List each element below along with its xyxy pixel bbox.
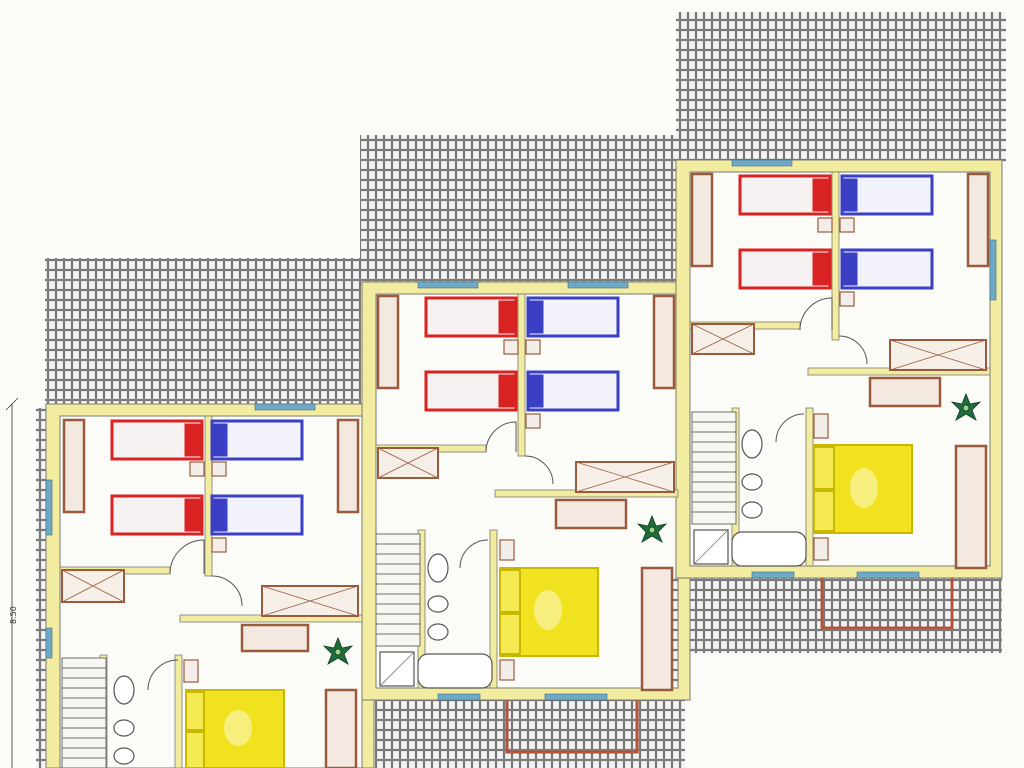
plants [322, 392, 982, 665]
roof-right-lower [690, 575, 1002, 653]
bidet [113, 747, 135, 765]
cabinets [62, 172, 990, 768]
stairs-right [691, 411, 737, 525]
wardrobes [61, 323, 987, 617]
washbasin [113, 675, 135, 705]
roof-left [45, 258, 361, 408]
roof-right [676, 12, 1006, 162]
bed-red [110, 419, 204, 461]
double-bed-left [185, 689, 285, 768]
plant-icon [950, 392, 982, 421]
toilet [741, 473, 763, 491]
stairs-left [61, 657, 107, 768]
stairs-middle [375, 533, 421, 647]
toilet [113, 719, 135, 737]
double-beds [185, 444, 913, 768]
bed-blue [526, 296, 620, 338]
roof-middle [360, 135, 678, 285]
bathtub [731, 531, 807, 567]
roof-tiles [36, 12, 1006, 768]
door-swings [147, 297, 868, 691]
bed-red [738, 174, 832, 216]
toilet [427, 595, 449, 613]
double-bed-middle [499, 567, 599, 657]
bed-red [424, 370, 518, 412]
washbasin [741, 429, 763, 459]
dimension-line [5, 397, 19, 768]
balconies [505, 578, 954, 754]
bed-blue [840, 174, 934, 216]
plant-icon [636, 514, 668, 543]
unit-right-walls [675, 159, 1003, 579]
bed-red [110, 494, 204, 536]
windows [45, 159, 997, 701]
stairs [61, 411, 737, 768]
washbasin [427, 553, 449, 583]
roof-middle-lower [375, 692, 685, 768]
bed-blue [840, 248, 934, 290]
double-bed-right [813, 444, 913, 534]
bidet [741, 501, 763, 519]
roof-left-side [36, 408, 48, 768]
bed-blue [526, 370, 620, 412]
bed-red [424, 296, 518, 338]
single-beds [110, 174, 934, 536]
bed-blue [210, 494, 304, 536]
dimension-label: 8.50 [9, 606, 18, 624]
nightstands [183, 217, 855, 683]
bathtub [417, 653, 493, 689]
bidet [427, 623, 449, 641]
bed-red [738, 248, 832, 290]
bed-blue [210, 419, 304, 461]
plant-icon [322, 636, 354, 665]
